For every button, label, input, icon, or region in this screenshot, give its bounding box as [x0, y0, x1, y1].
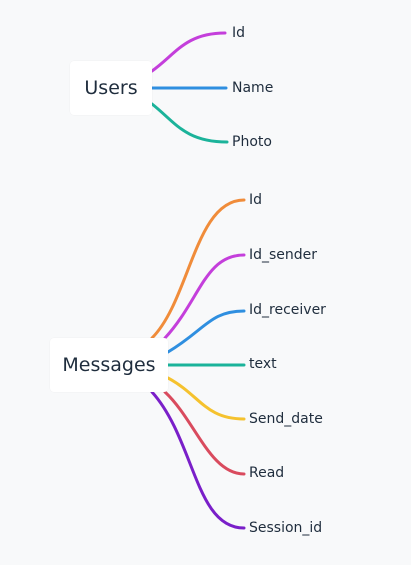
connector-messages-send-date	[166, 376, 246, 421]
root-node-messages[interactable]: Messages	[50, 338, 168, 392]
leaf-messages-send-date[interactable]: Send_date	[249, 411, 323, 427]
leaf-users-photo[interactable]: Photo	[232, 134, 272, 150]
leaf-messages-text[interactable]: text	[249, 356, 277, 372]
connector-messages-id-receiver	[166, 309, 246, 354]
leaf-users-name[interactable]: Name	[232, 80, 274, 96]
connector-users-id	[150, 31, 227, 73]
leaf-messages-id-receiver[interactable]: Id_receiver	[249, 302, 326, 318]
leaf-messages-id[interactable]: Id	[249, 192, 263, 208]
connector-messages-id	[150, 198, 246, 340]
root-label-users: Users	[84, 77, 138, 99]
root-label-messages: Messages	[62, 354, 156, 376]
leaf-messages-read[interactable]: Read	[249, 465, 285, 481]
connector-messages-session-id	[150, 390, 246, 530]
connector-users-photo	[150, 102, 229, 144]
root-node-users[interactable]: Users	[70, 61, 152, 115]
connector-messages-read	[163, 390, 246, 476]
leaf-users-id[interactable]: Id	[232, 25, 246, 41]
leaf-messages-id-sender[interactable]: Id_sender	[249, 247, 318, 263]
leaf-messages-session-id[interactable]: Session_id	[249, 520, 323, 536]
connector-messages-id-sender	[163, 253, 246, 340]
